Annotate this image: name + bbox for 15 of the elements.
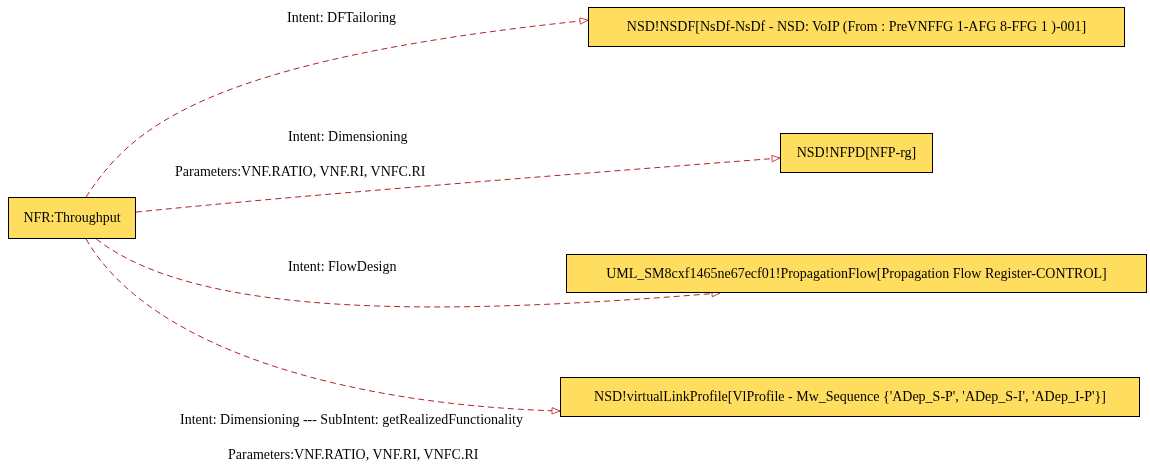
node-box: NSD!NSDF[NsDf-NsDf - NSD: VoIP (From : PreVNFFG 1-AFG 8-FFG 1 )-001]	[588, 7, 1125, 47]
edge-label: Intent: DFTailoring	[287, 10, 397, 26]
node-box: UML_SM8cxf1465ne67ecf01!PropagationFlow[Propagation Flow Register-CONTROL]	[566, 254, 1147, 293]
dashed-arrow	[95, 238, 721, 308]
dashed-arrow	[135, 155, 781, 213]
edge-label: Intent: FlowDesign	[288, 259, 397, 275]
dashed-arrow	[85, 17, 589, 198]
node-box: NSD!virtualLinkProfile[VlProfile - Mw_Sequence {'ADep_S-P', 'ADep_S-I', 'ADep_I-P'}]	[560, 377, 1140, 417]
parameter-label: Parameters:VNF.RATIO, VNF.RI, VNFC.RI	[175, 164, 426, 180]
parameter-label: Parameters:VNF.RATIO, VNF.RI, VNFC.RI	[228, 447, 479, 463]
edge-label: Intent: Dimensioning	[288, 129, 408, 145]
node-box: NFR:Throughput	[8, 197, 136, 239]
edge-label: Intent: Dimensioning --- SubIntent: getRealizedFunctionality	[180, 412, 523, 428]
dashed-arrow	[85, 238, 561, 415]
node-box: NSD!NFPD[NFP-rg]	[780, 133, 933, 173]
